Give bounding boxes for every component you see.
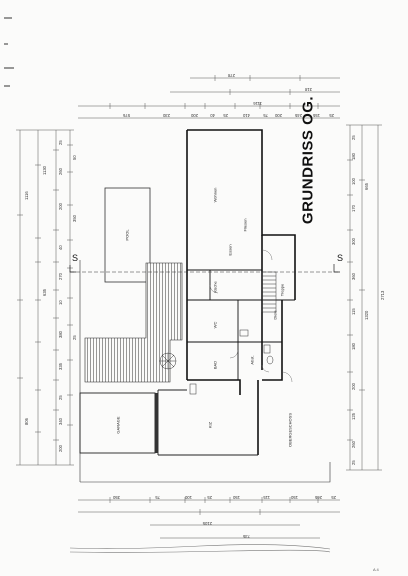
svg-text:155: 155 (312, 113, 320, 118)
svg-text:1116: 1116 (253, 101, 262, 106)
scan-bottom-edge (69, 544, 331, 553)
svg-text:25: 25 (329, 113, 334, 118)
interior-walls (187, 269, 295, 380)
scan-margin-marks (4, 17, 14, 87)
svg-text:260: 260 (351, 440, 356, 448)
page-number: A 4 (373, 567, 379, 572)
svg-text:1130: 1130 (42, 165, 47, 175)
svg-text:260: 260 (58, 167, 63, 175)
svg-text:350: 350 (112, 495, 120, 500)
svg-text:350: 350 (72, 214, 77, 222)
svg-text:25: 25 (72, 335, 77, 340)
svg-text:1116: 1116 (24, 191, 29, 200)
sanitary-fixtures (189, 329, 274, 395)
svg-text:635: 635 (42, 288, 47, 296)
svg-text:50: 50 (72, 155, 77, 160)
dimension-labels: 1116 1130 635 806 25 260 200 40 270 10 3… (24, 73, 385, 539)
svg-text:278: 278 (227, 73, 235, 78)
svg-text:200: 200 (58, 444, 63, 452)
left-dimension-ticks (17, 144, 73, 441)
svg-text:25: 25 (351, 135, 356, 140)
room-label-kueche: Küche (212, 281, 218, 293)
svg-text:806: 806 (24, 417, 29, 425)
pool-outline (104, 187, 151, 283)
left-dimension-chains (16, 129, 74, 466)
svg-text:25: 25 (58, 395, 63, 400)
room-label-zimmer: KIZ (207, 421, 213, 429)
svg-text:200: 200 (274, 113, 282, 118)
svg-text:100: 100 (351, 177, 356, 185)
top-dimension-chains (78, 75, 340, 119)
garage-wall-thick (155, 393, 158, 453)
svg-text:100: 100 (184, 495, 192, 500)
room-label-fliesen: Fliesen (242, 218, 248, 232)
svg-text:265: 265 (314, 495, 322, 500)
svg-text:665: 665 (364, 182, 369, 190)
room-label-pool: POOL (124, 229, 130, 241)
room-label-treppe: Treppe (279, 283, 285, 297)
room-label-wohnen: Wohnen (212, 187, 218, 203)
terrace-hatching (84, 262, 183, 383)
svg-text:115: 115 (263, 495, 270, 500)
svg-text:200: 200 (190, 113, 198, 118)
room-label-diele: Diele (272, 310, 278, 320)
section-marker-left: S (72, 253, 79, 263)
svg-text:360: 360 (351, 272, 356, 280)
svg-text:25: 25 (207, 495, 212, 500)
svg-text:735: 735 (242, 534, 250, 539)
svg-text:300: 300 (351, 237, 356, 245)
right-dimension-chains (346, 124, 382, 471)
room-label-untergeschoss: OBERGESCHOSS (287, 412, 293, 448)
svg-text:180: 180 (351, 152, 356, 160)
svg-text:75: 75 (263, 113, 268, 118)
svg-text:25: 25 (223, 113, 228, 118)
bottom-dimension-chains (78, 497, 340, 539)
svg-text:576: 576 (122, 113, 130, 118)
svg-text:230: 230 (162, 113, 170, 118)
section-marker-right: S (337, 253, 344, 263)
room-label-wc: WC (212, 321, 218, 329)
svg-text:75: 75 (155, 495, 160, 500)
svg-text:410: 410 (242, 113, 250, 118)
spiral-stair (159, 352, 177, 370)
door-swings (209, 249, 293, 383)
svg-text:25: 25 (351, 460, 356, 465)
svg-text:380: 380 (58, 330, 63, 338)
svg-text:150: 150 (290, 495, 298, 500)
room-label-abstell: Abst. (249, 355, 255, 365)
svg-text:125: 125 (351, 412, 356, 420)
svg-text:2713: 2713 (380, 290, 385, 300)
svg-text:270: 270 (58, 272, 63, 280)
svg-text:1320: 1320 (364, 310, 369, 320)
svg-text:318: 318 (304, 87, 312, 92)
svg-text:180: 180 (351, 342, 356, 350)
svg-text:340: 340 (58, 417, 63, 425)
svg-text:40: 40 (210, 113, 215, 118)
svg-text:335: 335 (58, 362, 63, 370)
svg-text:200: 200 (58, 202, 63, 210)
svg-text:245: 245 (294, 113, 302, 118)
svg-text:2105: 2105 (202, 521, 212, 526)
svg-text:150: 150 (232, 495, 240, 500)
svg-text:10: 10 (58, 300, 63, 305)
svg-text:25: 25 (58, 140, 63, 145)
section-arrows (69, 264, 340, 273)
svg-text:25: 25 (331, 495, 336, 500)
svg-text:200: 200 (351, 382, 356, 390)
drawing-title: GRUNDRISS OG. (299, 95, 317, 225)
room-label-garage: GARAGE (115, 416, 121, 434)
svg-text:40: 40 (58, 245, 63, 250)
svg-text:170: 170 (351, 204, 356, 212)
svg-text:115: 115 (351, 308, 356, 315)
room-label-bad: BAD (212, 360, 218, 370)
house-walls (186, 129, 296, 455)
room-label-essen: Essen (227, 244, 233, 256)
